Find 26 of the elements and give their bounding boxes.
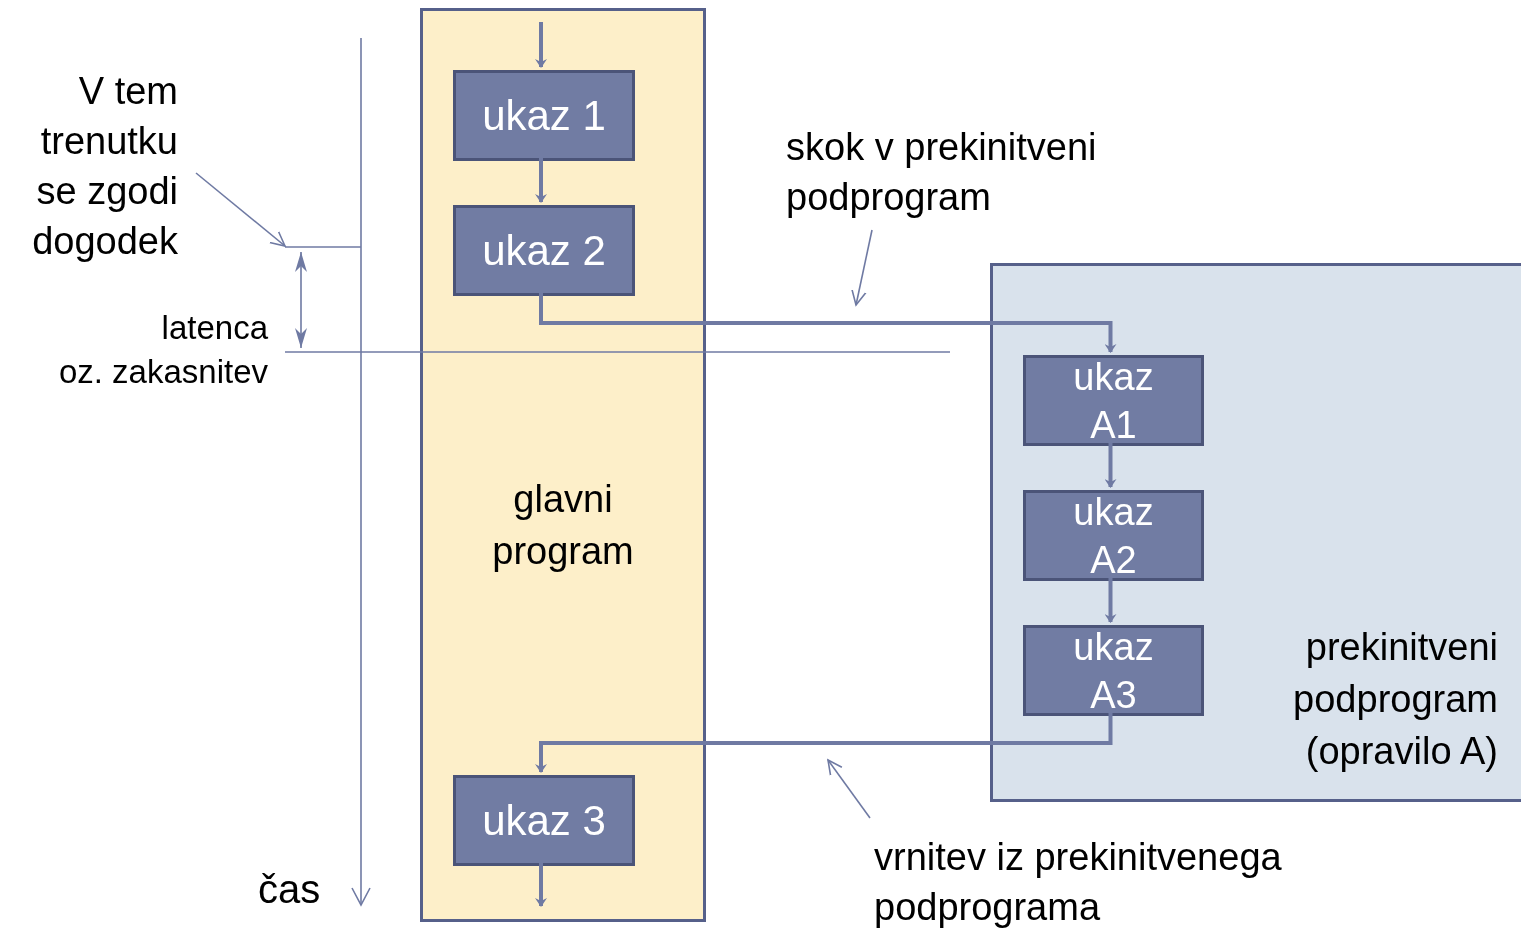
annotation-text: skok v prekinitveni podprogram bbox=[786, 122, 1166, 220]
panel-title: glavni program bbox=[491, 477, 635, 574]
flow-arrow bbox=[1104, 578, 1117, 623]
leader-line bbox=[195, 172, 286, 247]
leader-line bbox=[827, 759, 871, 819]
flow-arrow bbox=[535, 863, 547, 907]
panel-title: prekinitveni podprogram (opravilo A) bbox=[1292, 625, 1498, 774]
flow-arrow bbox=[539, 293, 1117, 353]
flow-arrow bbox=[535, 158, 547, 203]
instruction-box: ukaz A1 bbox=[1023, 355, 1204, 446]
latency-label: oz. zakasnitev bbox=[57, 352, 268, 392]
flow-arrow bbox=[535, 22, 547, 68]
flow-arrow bbox=[1104, 443, 1117, 488]
instruction-box: ukaz 3 bbox=[453, 775, 635, 866]
instruction-box: ukaz A3 bbox=[1023, 625, 1204, 716]
latency-label: latenca bbox=[160, 308, 268, 348]
instruction-box: ukaz A2 bbox=[1023, 490, 1204, 581]
program-panel bbox=[420, 8, 706, 922]
annotation-text: V tem trenutku se zgodi dogodek bbox=[8, 66, 178, 270]
annotation-text: vrnitev iz prekinitvenega podprograma bbox=[874, 832, 1374, 928]
instruction-box: ukaz 1 bbox=[453, 70, 635, 161]
flow-arrow bbox=[535, 713, 1113, 773]
instruction-box: ukaz 2 bbox=[453, 205, 635, 296]
subroutine-panel bbox=[990, 263, 1521, 802]
leader-line bbox=[851, 229, 873, 306]
time-axis-label: čas bbox=[258, 866, 321, 913]
